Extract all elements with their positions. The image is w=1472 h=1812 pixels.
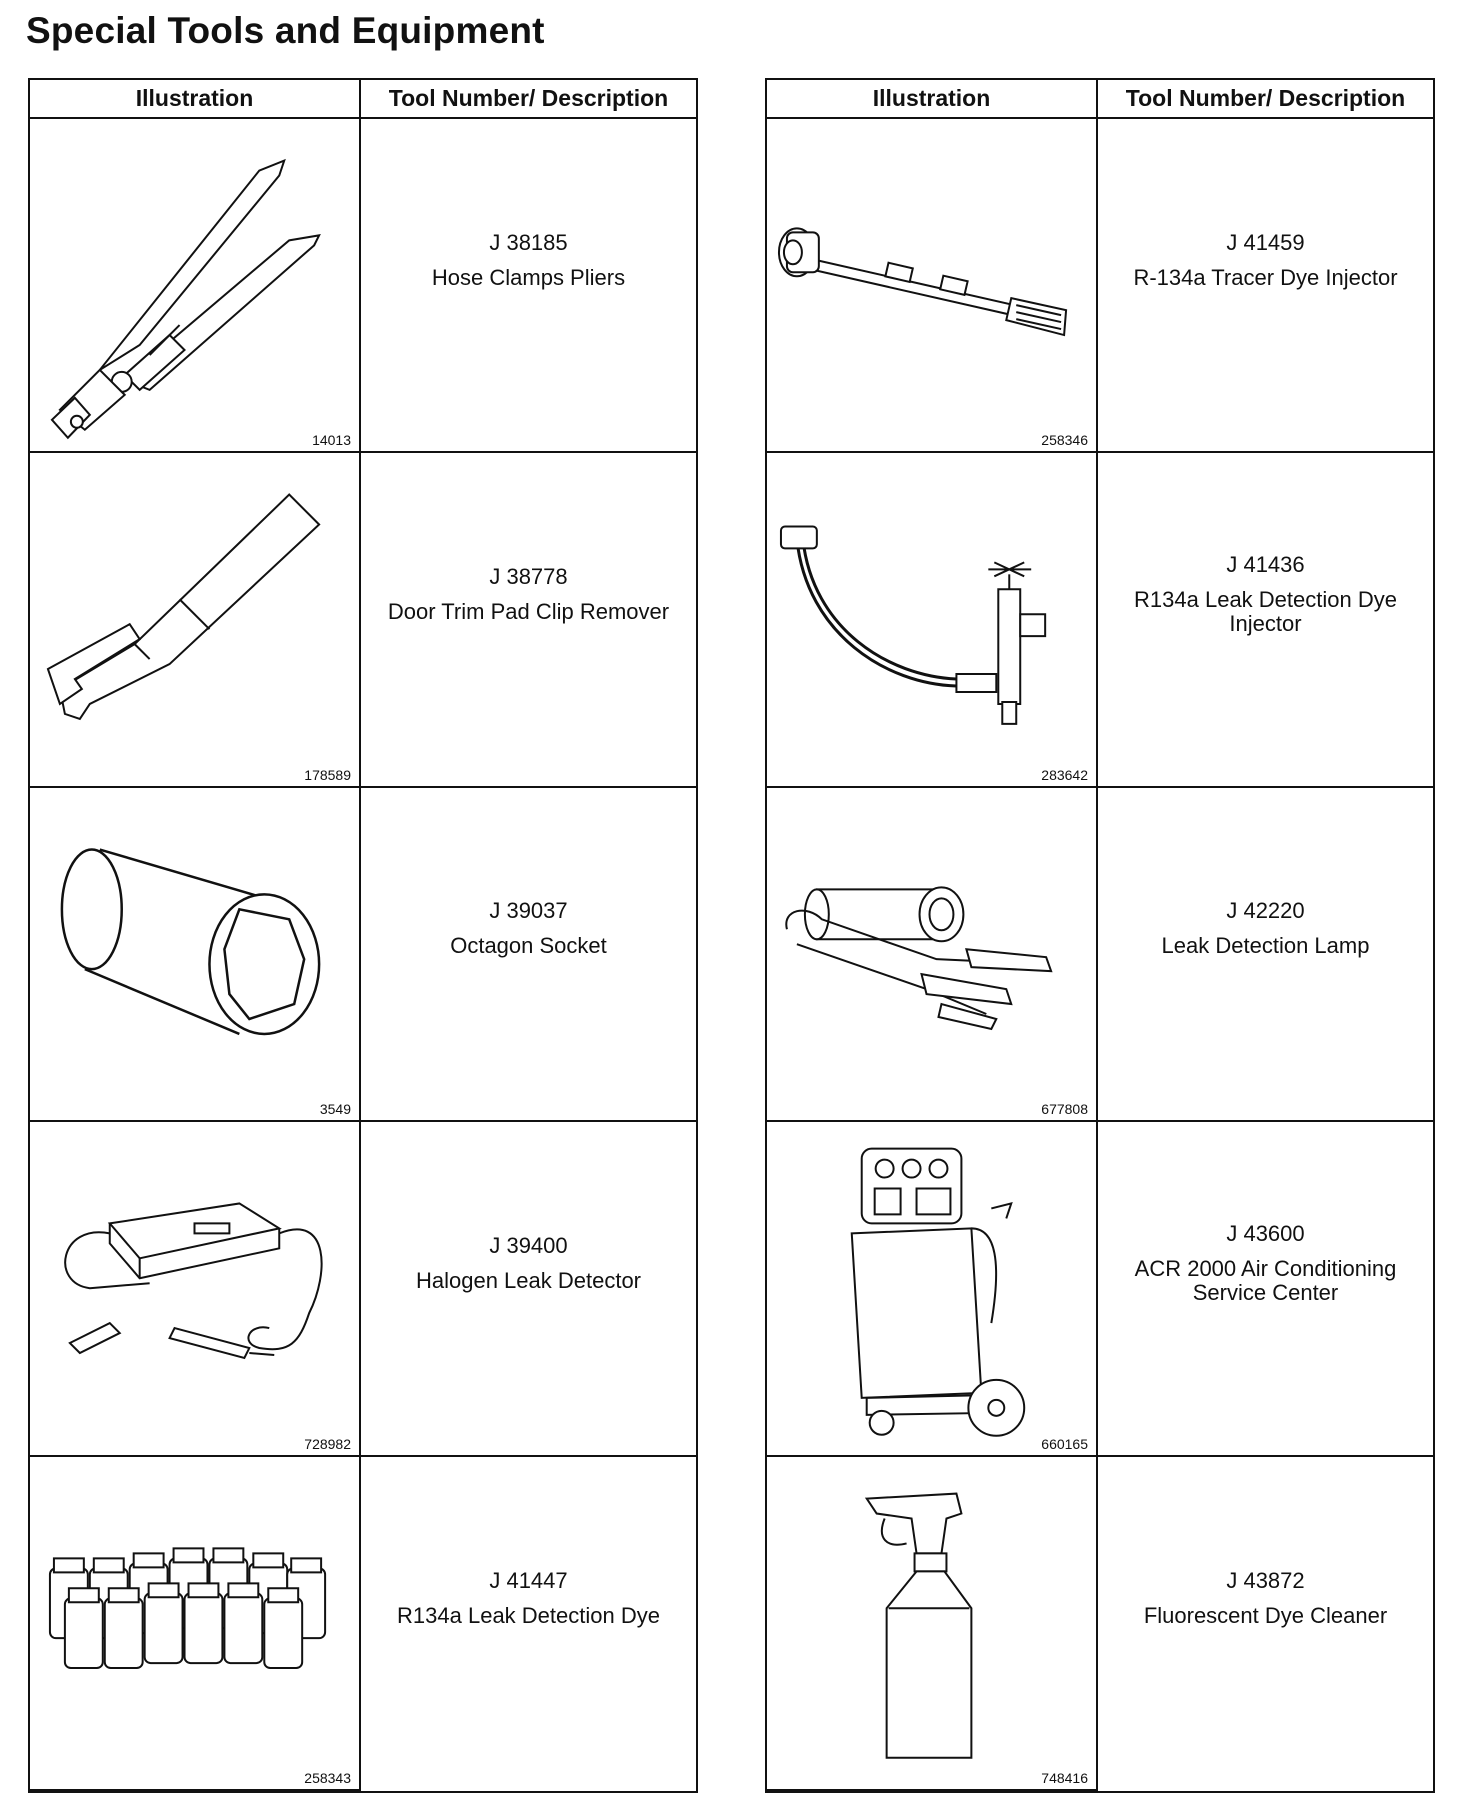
tool-number: J 41447 [489, 1568, 568, 1594]
tool-description: Halogen Leak Detector [415, 1267, 642, 1293]
tool-number: J 43600 [1226, 1220, 1305, 1246]
door-trim-pad-clip-remover-icon [30, 453, 359, 785]
leak-detection-dye-injector-icon [767, 453, 1096, 785]
tool-description: R134a Leak Detection Dye Injector [1134, 587, 1397, 637]
spray-bottle-icon [767, 1457, 1096, 1789]
illustration-cell: 728982 [30, 1122, 361, 1457]
illustration-header: Illustration [767, 80, 1098, 119]
illustration-cell: 14013 [30, 119, 361, 454]
tool-description-cell: J 41436 R134a Leak Detection Dye Injecto… [1098, 453, 1433, 788]
illustration-cell: 660165 [767, 1122, 1098, 1457]
figure-number: 258346 [1041, 432, 1088, 449]
figure-number: 677808 [1041, 1101, 1088, 1118]
tool-description: Octagon Socket [450, 933, 607, 959]
tool-number: J 38778 [489, 564, 568, 590]
figure-number: 3549 [319, 1101, 351, 1118]
page-title: Special Tools and Equipment [26, 10, 545, 51]
illustration-cell: 3549 [30, 787, 361, 1123]
leak-detection-lamp-icon [767, 788, 1096, 1120]
tools-table-left: Illustration Tool Number/ Description 14… [28, 78, 698, 1793]
figure-number: 14013 [312, 432, 351, 449]
hose-clamp-pliers-icon [30, 119, 359, 451]
illustration-cell: 748416 [767, 1456, 1098, 1791]
figure-number: 728982 [304, 1435, 351, 1452]
illustration-cell: 258346 [767, 119, 1098, 454]
tool-number: J 39037 [489, 898, 568, 924]
octagon-socket-icon [30, 788, 359, 1120]
tool-description: ACR 2000 Air Conditioning Service Center [1134, 1255, 1397, 1305]
tool-description: Fluorescent Dye Cleaner [1143, 1603, 1388, 1629]
tool-description-cell: J 38778 Door Trim Pad Clip Remover [361, 453, 696, 788]
dye-bottles-icon [30, 1457, 359, 1789]
tools-table-right: Illustration Tool Number/ Description 25… [765, 78, 1435, 1793]
tool-description-cell: J 41447 R134a Leak Detection Dye [361, 1457, 696, 1791]
tool-description: Leak Detection Lamp [1161, 933, 1370, 959]
tool-description-cell: J 43600 ACR 2000 Air Conditioning Servic… [1098, 1122, 1433, 1457]
tool-number: J 42220 [1226, 898, 1305, 924]
tool-number: J 41459 [1226, 229, 1305, 255]
figure-number: 660165 [1041, 1435, 1088, 1452]
illustration-cell: 258343 [30, 1456, 361, 1791]
tool-description-cell: J 42220 Leak Detection Lamp [1098, 788, 1433, 1123]
figure-number: 748416 [1041, 1769, 1088, 1786]
ac-service-center-icon [767, 1122, 1096, 1454]
description-header: Tool Number/ Description [1098, 80, 1433, 119]
tool-description: R-134a Tracer Dye Injector [1133, 264, 1398, 290]
tool-number: J 41436 [1226, 552, 1305, 578]
tool-description: R134a Leak Detection Dye [397, 1603, 660, 1629]
tool-description-cell: J 43872 Fluorescent Dye Cleaner [1098, 1457, 1433, 1791]
description-header: Tool Number/ Description [361, 80, 696, 119]
illustration-cell: 677808 [767, 787, 1098, 1123]
tool-description-cell: J 41459 R-134a Tracer Dye Injector [1098, 119, 1433, 454]
tool-description-cell: J 38185 Hose Clamps Pliers [361, 119, 696, 454]
illustration-cell: 283642 [767, 453, 1098, 788]
tool-description-cell: J 39400 Halogen Leak Detector [361, 1122, 696, 1457]
tracer-dye-injector-icon [767, 119, 1096, 451]
tool-description-cell: J 39037 Octagon Socket [361, 788, 696, 1123]
figure-number: 283642 [1041, 766, 1088, 783]
tool-description: Door Trim Pad Clip Remover [387, 599, 670, 625]
tool-number: J 43872 [1226, 1568, 1305, 1594]
halogen-leak-detector-icon [30, 1122, 359, 1454]
tool-number: J 39400 [489, 1232, 568, 1258]
illustration-header: Illustration [30, 80, 361, 119]
figure-number: 178589 [304, 766, 351, 783]
tool-number: J 38185 [489, 229, 568, 255]
figure-number: 258343 [304, 1769, 351, 1786]
illustration-cell: 178589 [30, 453, 361, 788]
tool-description: Hose Clamps Pliers [431, 264, 626, 290]
